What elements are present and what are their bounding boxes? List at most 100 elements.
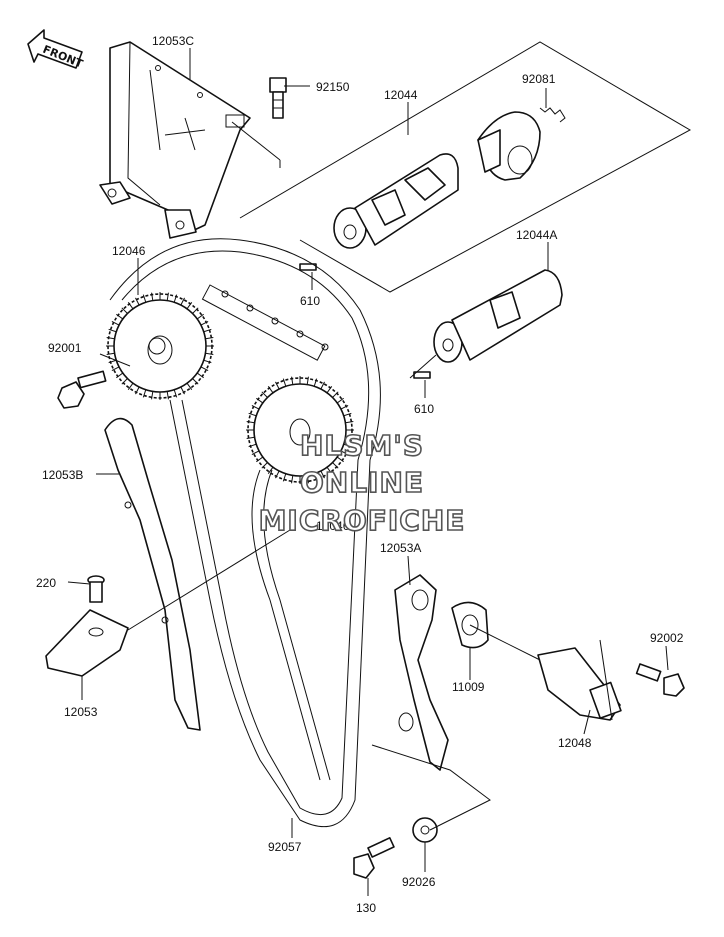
sprocket-tooth: [151, 292, 154, 301]
sprocket-tooth: [336, 456, 344, 463]
sprocket-tooth: [192, 307, 199, 314]
callout-130: 130: [356, 901, 376, 915]
guide-12053b: [104, 417, 201, 731]
bolt-130: [353, 837, 395, 879]
callout-12053b: 12053B: [42, 468, 83, 482]
sprocket-tooth: [256, 397, 264, 404]
callout-12053c: 12053C: [152, 34, 194, 48]
sprocket-tooth: [261, 462, 268, 469]
sprocket-tooth: [203, 359, 212, 364]
callout-12053: 12053: [64, 705, 98, 719]
sprocket-tooth: [251, 450, 260, 455]
sprocket-tooth: [313, 378, 318, 387]
sprocket-tooth: [121, 307, 128, 314]
sprocket-tooth: [196, 313, 204, 320]
sprocket-tooth: [282, 473, 287, 482]
sprocket-tooth: [127, 302, 134, 310]
sprocket-tooth: [313, 473, 318, 482]
sprocket-tooth: [320, 470, 325, 479]
sprocket-tooth: [326, 386, 333, 394]
sprocket-tooth: [108, 359, 117, 364]
washer-92026: [412, 817, 438, 843]
pin-610-top: [299, 263, 317, 271]
tensioner-12048: [469, 624, 622, 721]
washer-leader-box: [371, 744, 491, 831]
sprocket-tooth: [343, 412, 352, 417]
sprocket-tooth: [320, 381, 325, 390]
callout-220: 220: [36, 576, 56, 590]
watermark-line-1: HLSM'S: [300, 429, 424, 462]
callout-12048: 12048: [558, 736, 592, 750]
sprocket-12046-top: [106, 292, 214, 400]
sprocket-tooth: [151, 391, 154, 400]
watermark: HLSM'S ONLINE MICROFICHE: [258, 428, 466, 538]
sprocket-tooth: [246, 436, 255, 439]
sprocket-12046-second: [246, 376, 354, 484]
sprocket-tooth: [142, 389, 147, 398]
sprocket-tooth: [306, 376, 309, 385]
callout-92150: 92150: [316, 80, 350, 94]
sprocket-tooth: [200, 321, 209, 326]
sprocket-tooth: [291, 475, 294, 484]
sprocket-tooth: [345, 421, 354, 424]
bolt-92150: [269, 77, 287, 119]
callout-92001: 92001: [48, 341, 82, 355]
chain-links: [201, 284, 329, 361]
sprocket-tooth: [248, 412, 257, 417]
callout-610-top: 610: [300, 294, 320, 308]
sprocket-tooth: [261, 391, 268, 398]
sprocket-tooth: [275, 381, 280, 390]
sprocket-tooth: [203, 328, 212, 333]
sprocket-tooth: [173, 389, 178, 398]
leader-lines: [67, 48, 669, 896]
sprocket-tooth: [111, 366, 120, 371]
sprocket-tooth: [186, 302, 193, 310]
sprocket-tooth: [116, 313, 124, 320]
sprocket-tooth: [142, 294, 147, 303]
sprocket-tooth: [205, 352, 214, 355]
sprocket-tooth: [267, 466, 274, 474]
bracket-12053c: [99, 41, 251, 239]
callout-12044: 12044: [384, 88, 418, 102]
sprocket-tooth: [196, 372, 204, 379]
sprocket-tooth: [291, 376, 294, 385]
sprocket-tooth: [332, 391, 339, 398]
callout-11009: 11009: [452, 680, 485, 694]
sprocket-tooth: [121, 378, 128, 385]
sprocket-tooth: [336, 397, 344, 404]
callout-12053a: 12053A: [380, 541, 421, 555]
sprocket-tooth: [340, 405, 349, 410]
sprocket-tooth: [192, 378, 199, 385]
sprocket-tooth: [166, 391, 169, 400]
callout-92002: 92002: [650, 631, 684, 645]
sprocket-tooth: [326, 466, 333, 474]
front-arrow-icon: FRONT: [27, 29, 85, 71]
callout-610-bottom: 610: [414, 402, 434, 416]
callout-12044a: 12044A: [516, 228, 557, 242]
sprocket-tooth: [180, 297, 185, 306]
callout-12046-top: 12046: [112, 244, 146, 258]
sprocket-tooth: [186, 382, 193, 390]
callout-92026: 92026: [402, 875, 436, 889]
sprocket-tooth: [340, 450, 349, 455]
camshaft-12044a: [409, 269, 563, 379]
sprocket-tooth: [248, 443, 257, 448]
sprocket-tooth: [108, 328, 117, 333]
sprocket-tooth: [275, 470, 280, 479]
callout-92081: 92081: [522, 72, 556, 86]
camshaft-12044-box: [231, 41, 692, 293]
decomp-92081: [477, 107, 566, 181]
sprocket-tooth: [267, 386, 274, 394]
sprocket-tooth: [106, 352, 115, 355]
bolt-92001: [57, 370, 107, 409]
sprocket-tooth: [306, 475, 309, 484]
sprocket-tooth: [200, 366, 209, 371]
sprocket-tooth: [116, 372, 124, 379]
chain-92057: [109, 238, 381, 828]
watermark-line-3: MICROFICHE: [259, 504, 466, 537]
sprocket-tooth: [332, 462, 339, 469]
callout-labels: 12053C 92150 12044 92081 12046 12044A 61…: [36, 34, 684, 915]
guide-12053a: [394, 574, 449, 771]
sprocket-tooth: [343, 443, 352, 448]
